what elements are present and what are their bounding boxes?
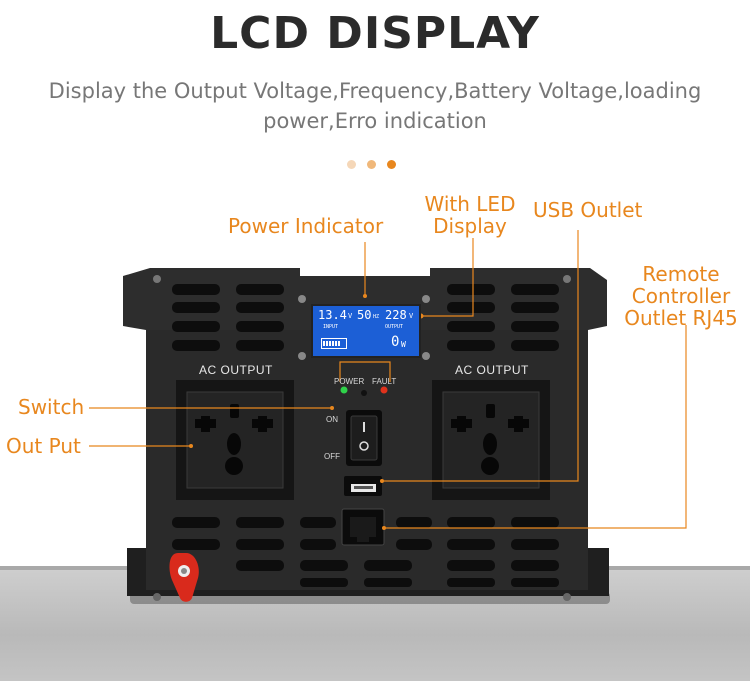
callout-remote-controller: Remote Controller Outlet RJ45 [624,262,738,330]
carousel-dot-2[interactable] [367,160,376,169]
vent-grille-bottom [172,517,559,587]
ac-output-label-right: AC OUTPUT [455,363,529,377]
vent-grille-top-right [447,284,559,351]
lcd-output-voltage: 228 [385,308,407,322]
carousel-dot-3-active[interactable] [387,160,396,169]
screw-icon [422,352,430,360]
fault-led [380,386,388,394]
lcd-frequency: 50 [357,308,372,322]
power-switch [346,410,382,466]
screw-icon [298,352,306,360]
power-led [340,386,348,394]
lcd-power-value: 0 [391,334,400,350]
ac-socket-left [176,380,294,500]
usb-port [344,476,382,496]
lcd-power-unit: W [401,340,406,349]
lcd-input-label: INPUT [323,324,339,330]
page-title: LCD DISPLAY [210,8,540,59]
ac-socket-right [432,380,550,500]
callout-output: Out Put [6,434,81,458]
screw-icon [563,275,571,283]
fault-led-label: FAULT [372,377,397,386]
lcd-battery-icon [321,338,347,349]
screw-icon [563,593,571,601]
carousel-dot-1[interactable] [347,160,356,169]
switch-on-label: ON [326,415,338,424]
screw-icon [153,593,161,601]
ac-output-label-left: AC OUTPUT [199,363,273,377]
lcd-input-unit: V [348,312,353,320]
screw-icon [298,295,306,303]
callout-led-display: With LED Display [424,192,516,238]
screw-icon [153,275,161,283]
callout-power-indicator: Power Indicator [228,214,384,238]
callout-lines [89,230,687,529]
reset-hole [361,390,367,396]
switch-off-label: OFF [324,452,340,461]
battery-terminal [169,553,199,602]
power-led-label: POWER [334,377,365,386]
rj45-port [341,508,385,546]
lcd-frequency-unit: HZ [373,314,380,320]
lcd-output-unit: V [409,312,414,320]
screw-icon [422,295,430,303]
page-description: Display the Output Voltage,Frequency,Bat… [48,79,702,133]
lcd-output-label: OUTPUT [385,324,404,330]
lcd-screen: 13.4 V INPUT 50 HZ 228 V OUTPUT 0 W [311,304,421,358]
lcd-input-voltage: 13.4 [318,308,347,322]
callout-switch: Switch [18,395,85,419]
vent-grille-top-left [172,284,284,351]
callout-usb-outlet: USB Outlet [533,198,643,222]
